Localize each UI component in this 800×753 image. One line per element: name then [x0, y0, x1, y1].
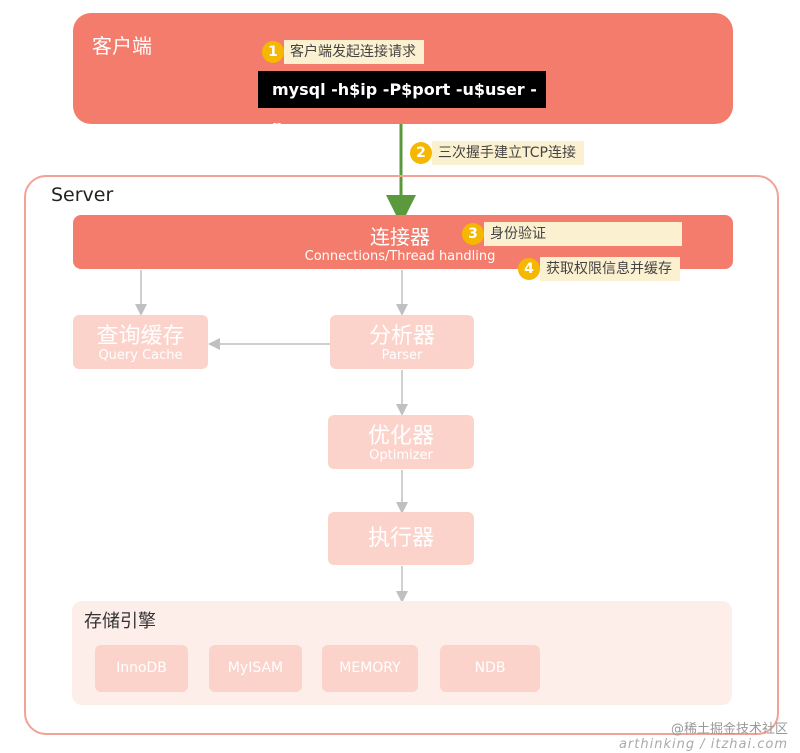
- engine-myisam: MyISAM: [209, 645, 302, 692]
- connector-title: 连接器: [370, 225, 430, 249]
- step-2-label: 三次握手建立TCP连接: [432, 141, 584, 165]
- watermark-author: arthinking / itzhai.com: [618, 737, 788, 752]
- executor-box: 执行器: [328, 512, 474, 565]
- step-1-label: 客户端发起连接请求: [284, 40, 424, 64]
- executor-title: 执行器: [367, 526, 434, 551]
- step-2-badge: 2: [410, 142, 432, 164]
- step-4-label: 获取权限信息并缓存: [540, 257, 680, 281]
- parser-title: 分析器: [368, 324, 435, 349]
- step-4: 4 获取权限信息并缓存: [518, 257, 680, 281]
- parser-subtitle: Parser: [381, 348, 423, 363]
- server-frame: [24, 175, 779, 735]
- optimizer-box: 优化器 Optimizer: [328, 415, 474, 469]
- step-3: 3 身份验证: [462, 222, 682, 246]
- connector-subtitle: Connections/Thread handling: [304, 249, 496, 264]
- step-3-label: 身份验证: [484, 222, 682, 246]
- engine-ndb: NDB: [440, 645, 540, 692]
- step-4-badge: 4: [518, 258, 540, 280]
- storage-engine-title: 存储引擎: [84, 611, 156, 632]
- query-cache-subtitle: Query Cache: [98, 348, 183, 363]
- watermark-site: @稀土掘金技术社区: [670, 722, 788, 737]
- optimizer-subtitle: Optimizer: [369, 448, 433, 463]
- client-title: 客户端: [92, 34, 152, 58]
- step-1-badge: 1: [262, 41, 284, 63]
- parser-box: 分析器 Parser: [330, 315, 474, 369]
- engine-memory: MEMORY: [322, 645, 418, 692]
- server-title: Server: [51, 184, 114, 206]
- step-2: 2 三次握手建立TCP连接: [410, 141, 584, 165]
- query-cache-box: 查询缓存 Query Cache: [73, 315, 208, 369]
- step-3-badge: 3: [462, 223, 484, 245]
- engine-innodb: InnoDB: [95, 645, 188, 692]
- optimizer-title: 优化器: [367, 424, 434, 449]
- query-cache-title: 查询缓存: [96, 324, 185, 349]
- mysql-command: mysql -h$ip -P$port -u$user -p: [258, 71, 546, 136]
- step-1: 1 客户端发起连接请求: [262, 40, 424, 64]
